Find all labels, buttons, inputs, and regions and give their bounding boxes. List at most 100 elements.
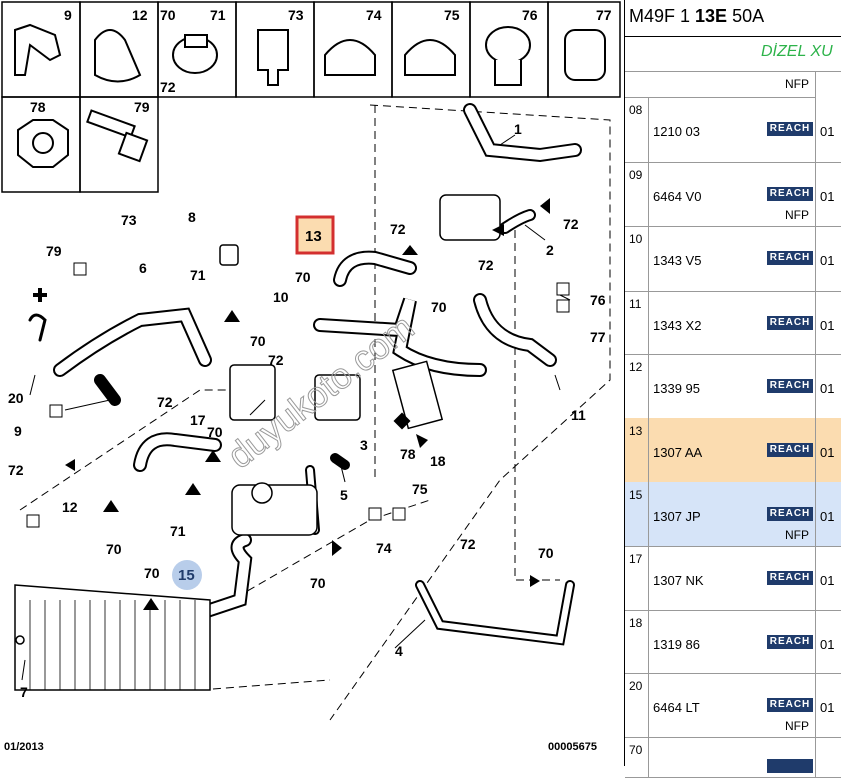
callout: 71 [170,523,186,539]
nfp-label: NFP [785,208,809,222]
section-number: 08 [625,97,649,162]
thumb-num: 72 [160,79,176,95]
part-code[interactable]: 1339 95 [653,381,700,396]
section-number: 09 [625,162,649,226]
callout: 70 [310,575,326,591]
nfp-header-label: NFP [785,77,809,91]
callout: 70 [538,545,554,561]
quantity-cell: 01 [815,482,841,546]
callout-13-box [295,215,335,255]
callout-numbers: 1 2 3 4 5 6 7 8 9 10 11 12 17 18 20 70 7… [8,121,606,700]
callout: 17 [190,412,206,428]
part-code[interactable]: 1343 V5 [653,253,702,268]
callout: 79 [46,243,62,259]
components [14,194,501,691]
callout: 4 [395,643,403,659]
title-bold: 13E [695,6,728,26]
section-number: 17 [625,546,649,610]
reach-badge: REACH [767,251,813,265]
reach-badge [767,759,813,773]
reach-badge: REACH [767,443,813,457]
reach-badge: REACH [767,635,813,649]
callout: 77 [590,329,606,345]
callout-13: 13 [305,228,322,245]
callout: 7 [20,684,28,700]
callout: 72 [157,394,173,410]
square-tags [26,262,570,528]
section-number: 12 [625,354,649,418]
section-number: 70 [625,737,649,777]
quantity-cell: 01 [815,354,841,418]
reach-badge: REACH [767,316,813,330]
callout: 8 [188,209,196,225]
thumb-num: 78 [30,99,46,115]
callout: 72 [8,462,24,478]
part-code[interactable]: 1307 AA [653,445,703,460]
callout: 18 [430,453,446,469]
part-code[interactable]: 1307 NK [653,573,704,588]
part-code[interactable]: 6464 LT [653,700,700,715]
callout: 71 [190,267,206,283]
section-number: 11 [625,291,649,354]
callout: 3 [360,437,368,453]
parts-diagram: 9 12 70 71 73 74 75 76 77 72 78 79 [1,1,621,753]
callout: 70 [431,299,447,315]
callout: 70 [106,541,122,557]
thumb-num: 73 [288,7,304,23]
part-code[interactable]: 6464 V0 [653,189,702,204]
part-code[interactable]: 1210 03 [653,124,700,139]
quantity: 01 [820,700,835,715]
quantity-cell: 01 [815,610,841,673]
engine-subtitle-bar: DİZEL XU [625,36,841,72]
callout: 74 [376,540,392,556]
quantity-cell: 01 [815,546,841,610]
part-row[interactable]: 17 1307 NK REACH 01 [625,546,841,611]
thumbnail-numbers: 9 12 70 71 73 74 75 76 77 72 78 79 [30,7,612,115]
nfp-header: NFP [625,71,816,98]
model-title: M49F 1 13E 50A [629,6,764,27]
callout: 72 [268,352,284,368]
section-number: 13 [625,418,649,482]
quantity: 01 [820,253,835,268]
thumb-num: 71 [210,7,226,23]
reach-badge: REACH [767,187,813,201]
title-suffix: 50A [727,6,765,26]
quantity: 01 [820,124,835,139]
callout: 70 [144,565,160,581]
callout: 70 [295,269,311,285]
reach-badge: REACH [767,379,813,393]
callout: 72 [563,216,579,232]
callout: 11 [571,407,586,423]
thumb-num: 12 [132,7,148,23]
callout: 70 [207,424,223,440]
callout: 73 [121,212,137,228]
part-row[interactable]: 11 1343 X2 REACH 01 [625,291,841,355]
reach-badge: REACH [767,507,813,521]
callout: 76 [590,292,606,308]
part-row[interactable]: 70 [625,737,841,778]
quantity-cell: 01 [815,162,841,226]
reach-badge: REACH [767,571,813,585]
callout-15-circle [172,560,202,590]
callout: 5 [340,487,348,503]
callout: 12 [62,499,78,515]
callout: 75 [412,481,428,497]
quantity-cell: 01 [815,418,841,482]
quantity: 01 [820,573,835,588]
quantity: 01 [820,318,835,333]
callout: 6 [139,260,147,276]
arrows [65,198,550,610]
part-code[interactable]: 1343 X2 [653,318,702,333]
thumb-num: 70 [160,7,176,23]
part-code[interactable]: 1319 86 [653,637,700,652]
part-code[interactable]: 1307 JP [653,509,701,524]
quantity-cell [815,737,841,777]
